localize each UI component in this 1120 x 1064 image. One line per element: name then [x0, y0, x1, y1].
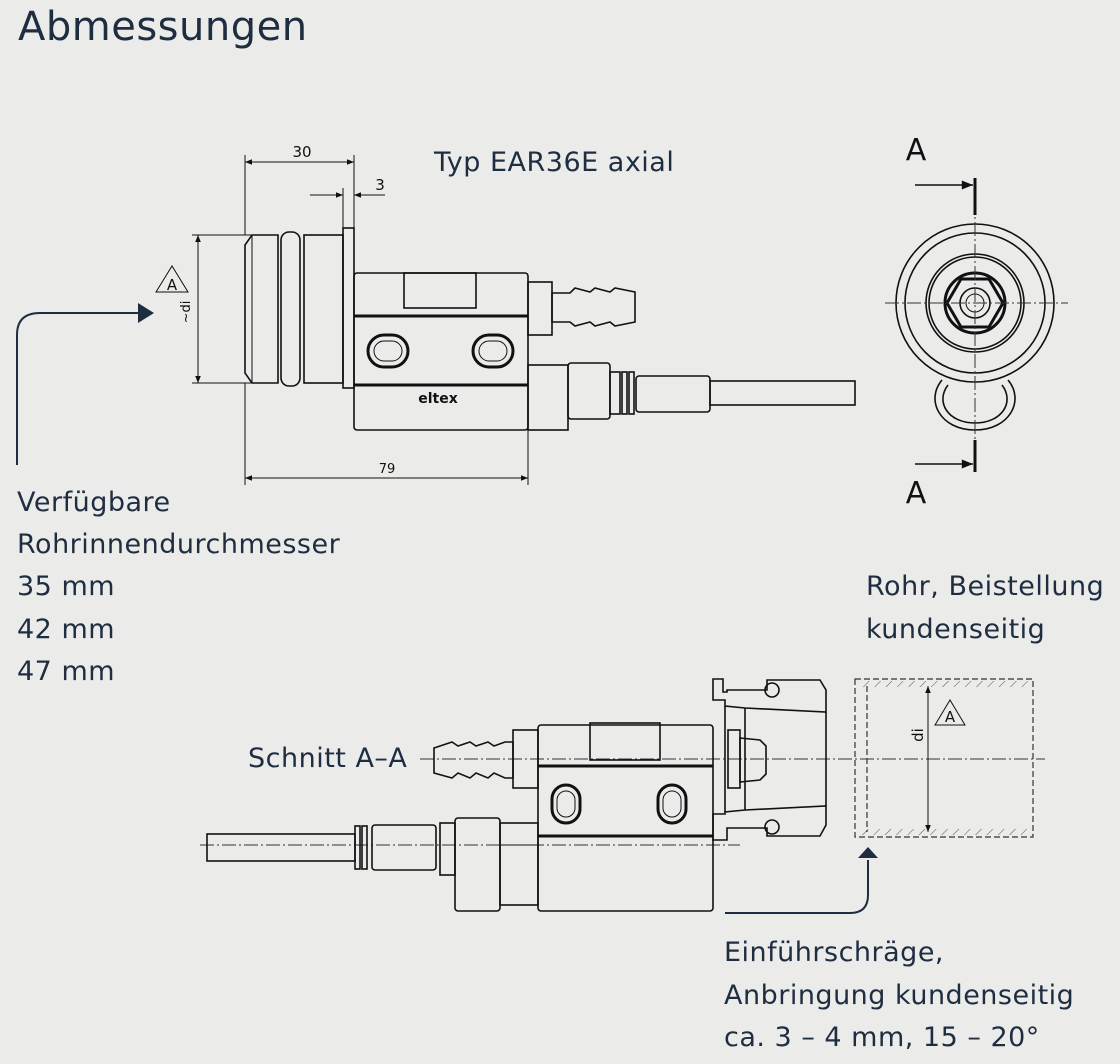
- chamfer-note-1: Einführschräge,: [724, 937, 945, 968]
- brand-label: eltex: [418, 391, 458, 407]
- page-title: Abmessungen: [18, 4, 308, 50]
- section-label-bottom: A: [906, 476, 927, 511]
- chamfer-note-2: Anbringung kundenseitig: [724, 980, 1075, 1011]
- top-view-label: Typ EAR36E axial: [434, 147, 675, 178]
- section-label: Schnitt A–A: [248, 743, 408, 774]
- chamfer-arrow-icon: [858, 847, 878, 858]
- dim-79: 79: [379, 462, 396, 477]
- section-view: di A: [200, 678, 1045, 914]
- section-marker-a: A: [945, 708, 956, 726]
- top-view: eltex 30 3 79 ~di A: [16, 143, 856, 485]
- size-35: 35 mm: [17, 571, 116, 602]
- section-dim-di: di: [909, 728, 927, 742]
- dim-di: ~di: [179, 301, 194, 324]
- dim-3: 3: [375, 176, 385, 194]
- marker-a: A: [167, 276, 178, 294]
- chamfer-note-3: ca. 3 – 4 mm, 15 – 20°: [724, 1022, 1040, 1053]
- chamfer-callout-line: [725, 860, 869, 914]
- side-view: A A: [885, 133, 1068, 511]
- size-42: 42 mm: [17, 614, 116, 645]
- callout-line: [16, 312, 140, 465]
- callout-arrow-icon: [138, 303, 154, 323]
- marker-triangle-icon: [155, 265, 189, 293]
- size-47: 47 mm: [17, 656, 116, 687]
- pipe-note-1: Rohr, Beistellung: [866, 571, 1105, 602]
- dim-30: 30: [292, 143, 311, 161]
- section-marker-triangle-icon: [934, 699, 966, 726]
- available-heading-2: Rohrinnendurchmesser: [17, 529, 341, 560]
- available-heading-1: Verfügbare: [17, 487, 171, 518]
- pipe-note-2: kundenseitig: [866, 614, 1046, 645]
- section-label-top: A: [906, 133, 927, 168]
